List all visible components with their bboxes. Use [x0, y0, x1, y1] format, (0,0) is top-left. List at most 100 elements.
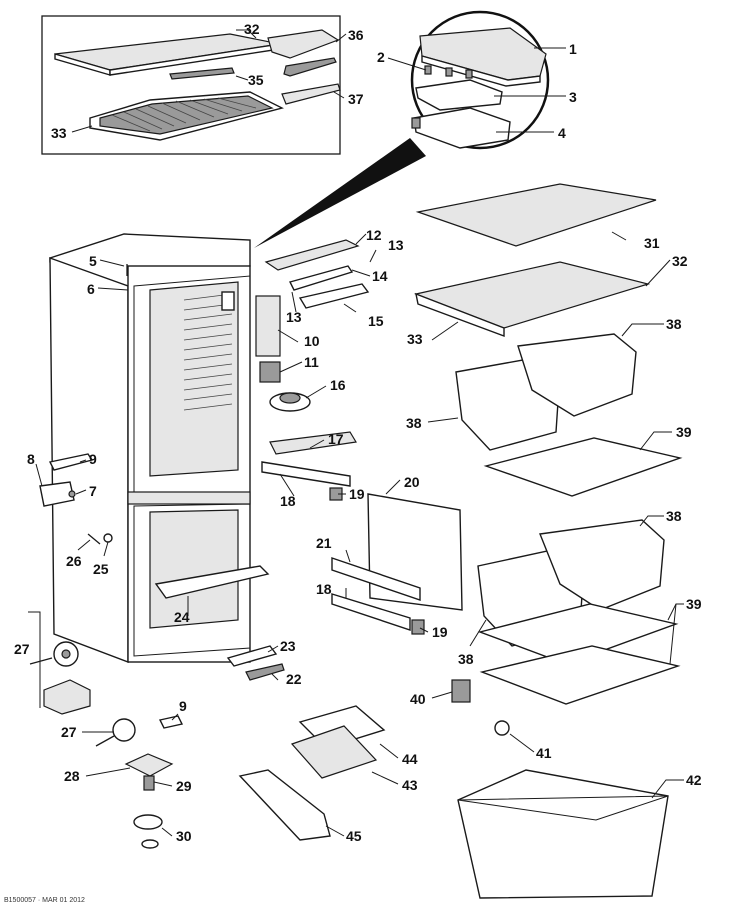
- crisper-tray-lower-1: [477, 603, 679, 665]
- leveling-foot: [133, 814, 163, 830]
- screw-2: [445, 67, 453, 77]
- control-cover-edge: [421, 55, 541, 87]
- hinge-screw-7: [68, 490, 76, 498]
- callout-16: 16: [330, 377, 346, 393]
- washer-25: [103, 533, 113, 543]
- leader-22: [271, 673, 279, 681]
- leader-25: [103, 541, 109, 557]
- inset-shelf-detail: [41, 15, 341, 155]
- drawer-rails: [261, 431, 463, 635]
- callout-33: 33: [51, 125, 67, 141]
- callout-31: 31: [644, 235, 660, 251]
- leader-31: [611, 231, 627, 241]
- leader-36: [335, 33, 347, 43]
- callout-27-upper: 27: [14, 641, 30, 657]
- wire-harness: [259, 361, 281, 383]
- hinge-parts: [28, 453, 184, 849]
- leader-11: [279, 361, 303, 373]
- leader-26: [77, 539, 91, 551]
- glass-shelf-31: [415, 183, 657, 247]
- leader-16: [305, 385, 327, 399]
- leader-30: [161, 827, 173, 837]
- leader-13a: [369, 249, 377, 263]
- callout-7: 7: [89, 483, 97, 499]
- fan-motor-hub: [279, 392, 301, 404]
- callout-28: 28: [64, 768, 80, 784]
- drawer-slide-lower: [331, 593, 411, 631]
- hinge-8: [39, 481, 75, 507]
- inset-rail-lower: [283, 57, 337, 77]
- leader-33b: [431, 321, 459, 341]
- leader-40: [431, 691, 453, 699]
- damper-40: [451, 679, 471, 703]
- drawer-slide-upper: [261, 461, 351, 487]
- leader-39b-2: [669, 603, 677, 665]
- callout-8: 8: [27, 451, 35, 467]
- crisper-tray-lower-2: [479, 645, 681, 705]
- leader-32a: [236, 29, 257, 39]
- leader-lines: [35, 29, 684, 837]
- callout-38-lower-right: 38: [666, 508, 682, 524]
- control-mount-plate: [264, 239, 360, 271]
- leader-41: [509, 733, 535, 753]
- callout-38-lower-left: 38: [458, 651, 474, 667]
- leader-9b: [171, 713, 179, 721]
- clip-9-lower: [158, 715, 184, 729]
- callout-32: 32: [244, 21, 260, 37]
- callout-39-upper: 39: [676, 424, 692, 440]
- callout-42: 42: [686, 772, 702, 788]
- callout-35: 35: [248, 72, 264, 88]
- leader-44: [379, 743, 399, 759]
- control-panel-bezel: [298, 283, 370, 309]
- inset-rail-upper: [267, 29, 340, 59]
- fresh-food-light: [221, 291, 235, 311]
- leader-37: [333, 91, 345, 99]
- callout-38-upper-left: 38: [406, 415, 422, 431]
- roller-wheel-lower: [112, 718, 136, 742]
- callout-25: 25: [93, 561, 109, 577]
- leader-18a: [279, 473, 295, 497]
- leader-10: [277, 329, 299, 343]
- control-housing: [413, 107, 511, 149]
- leader-8: [35, 463, 43, 487]
- leader-32b: [645, 259, 671, 287]
- callout-45: 45: [346, 828, 362, 844]
- screw-26: [87, 533, 101, 545]
- leader-39a: [639, 431, 672, 451]
- zoom-detail-circle: [254, 10, 550, 248]
- shelves-and-bins: [413, 183, 683, 899]
- callout-17: 17: [328, 431, 344, 447]
- leader-38c: [639, 515, 664, 527]
- shelf-frame-33: [415, 292, 505, 338]
- leader-29: [153, 781, 173, 787]
- callout-29: 29: [176, 778, 192, 794]
- leader-12: [355, 233, 367, 245]
- control-housing-tab: [411, 117, 421, 129]
- callout-40: 40: [410, 691, 426, 707]
- callout-13-bottom: 13: [286, 309, 302, 325]
- door-stop-22: [245, 663, 285, 681]
- callout-21: 21: [316, 535, 332, 551]
- callout-26: 26: [66, 553, 82, 569]
- slide-rail: [331, 557, 421, 601]
- leader-15: [343, 303, 357, 313]
- crisper-tray-upper: [483, 437, 683, 497]
- leader-45: [325, 825, 345, 837]
- leader-13b: [291, 291, 297, 313]
- screw-3: [465, 69, 473, 79]
- callout-15: 15: [368, 313, 384, 329]
- leader-38b: [427, 417, 459, 423]
- glass-shelf-32: [413, 261, 651, 329]
- leader-2: [387, 57, 427, 71]
- callout-1: 1: [569, 41, 577, 57]
- crisper-right-lower: [539, 519, 665, 611]
- leader-21: [345, 549, 351, 563]
- control-parts: [255, 239, 370, 412]
- leveling-washer: [141, 839, 159, 849]
- basket-handle: [154, 565, 270, 599]
- footer-code: B1500057 · MAR 01 2012: [4, 897, 85, 904]
- freezer-back-wall: [149, 509, 239, 629]
- leader-20: [385, 479, 401, 495]
- air-vent-slots: [183, 293, 233, 411]
